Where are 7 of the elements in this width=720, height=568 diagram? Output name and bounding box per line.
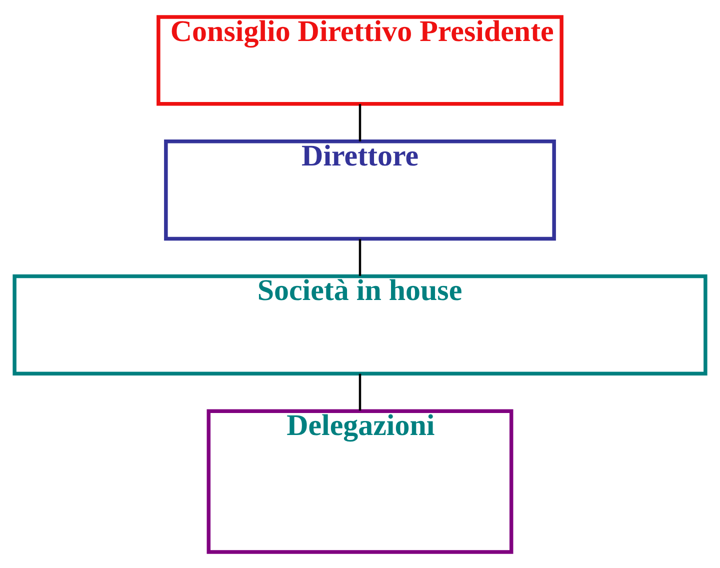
connector	[358, 104, 362, 141]
connector	[358, 238, 362, 276]
node-box: Consiglio Direttivo Presidente	[156, 14, 564, 106]
connector	[358, 373, 362, 410]
node-box: Delegazioni	[206, 408, 514, 554]
node-box: Società in house	[12, 274, 708, 376]
node-box: Direttore	[164, 139, 556, 240]
